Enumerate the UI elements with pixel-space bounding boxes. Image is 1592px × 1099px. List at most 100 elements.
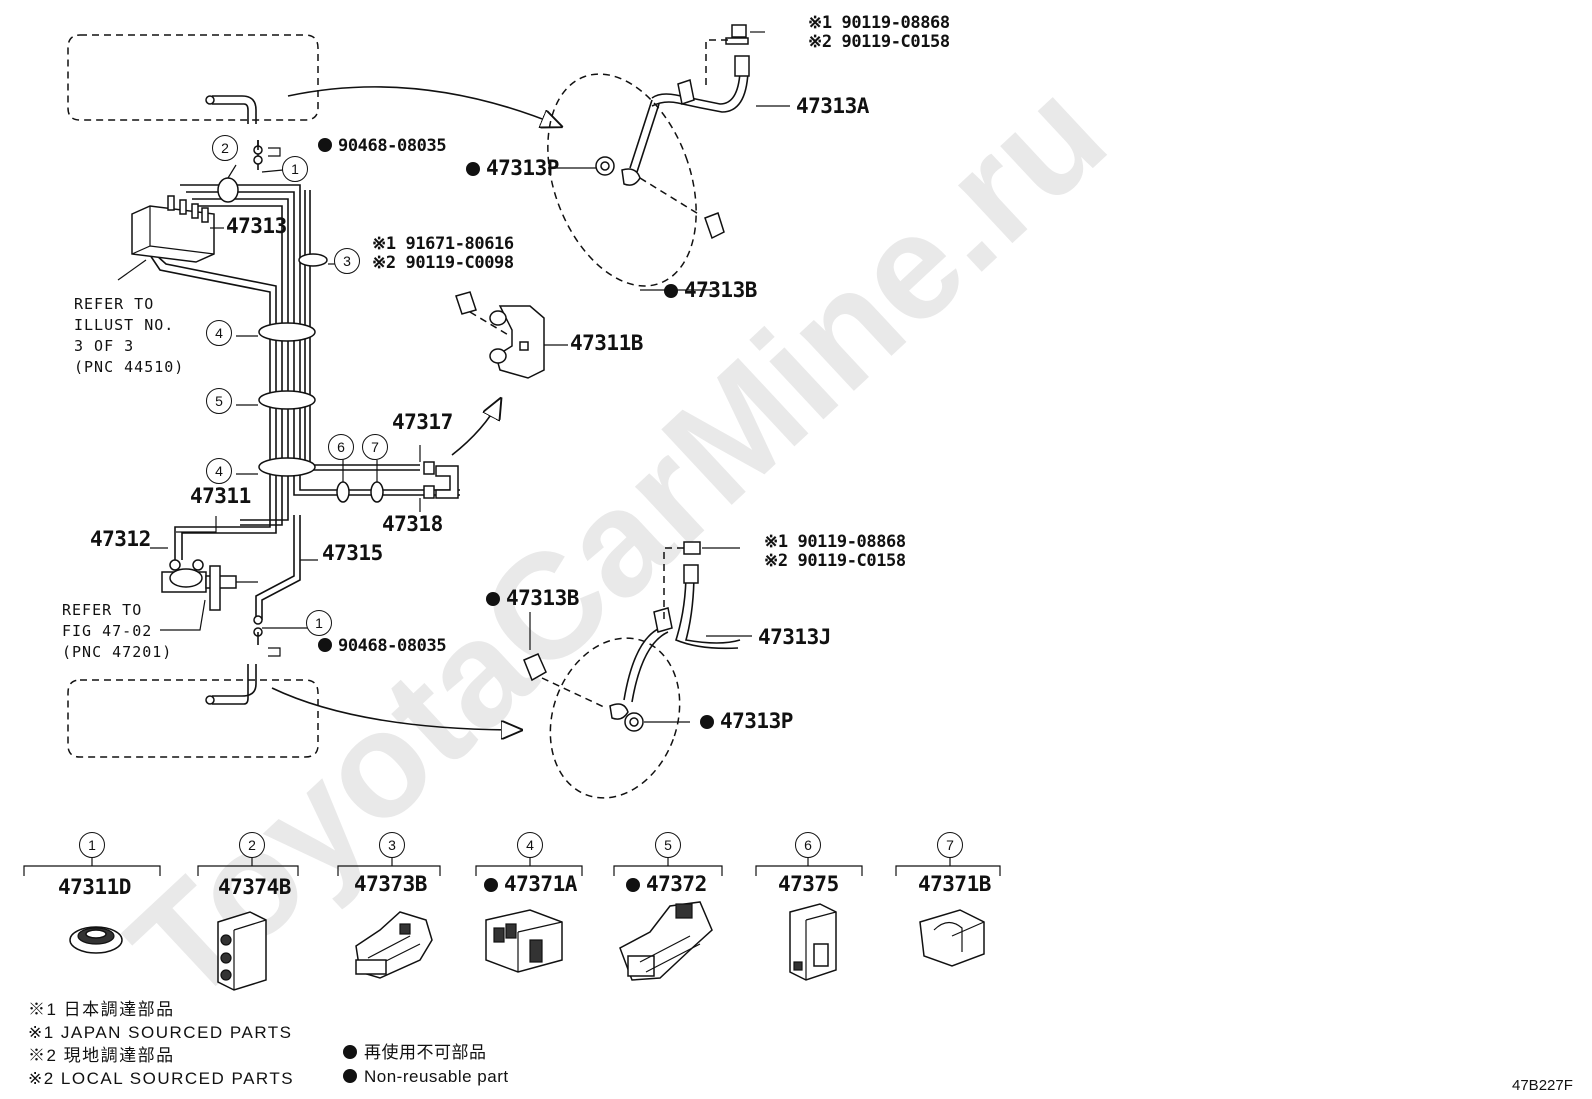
nonreusable-dot: [626, 878, 640, 892]
nonreusable-dot-legend-1: [343, 1045, 357, 1059]
label-47313J: 47313J: [758, 625, 831, 649]
label-47313P-front: 47313P: [466, 158, 559, 179]
label-47318: 47318: [382, 512, 443, 536]
bracket-detail: [419, 291, 568, 512]
label-47313: 47313: [226, 214, 287, 238]
front-hose-clip-note: ※1 90119-08868 ※2 90119-C0158: [808, 15, 950, 51]
nonreusable-dot: [664, 284, 678, 298]
table-circle-2: 2: [239, 832, 265, 858]
vehicle-outline-top: [67, 34, 319, 124]
nonreusable-dot: [466, 162, 480, 176]
label-47313A: 47313A: [796, 94, 869, 118]
circle-2: 2: [212, 135, 238, 161]
part-number: 47371A: [504, 872, 577, 896]
label-47312: 47312: [90, 527, 151, 551]
clamp-7-block: [919, 909, 985, 967]
note-line-1: ※1 91671-80616: [372, 234, 514, 254]
label-plug-bottom: 90468-08035: [318, 636, 447, 656]
table-circle-5: 5: [655, 832, 681, 858]
refer-line: (PNC 47201): [62, 643, 173, 661]
refer-note-47201: REFER TO FIG 47-02 (PNC 47201): [62, 600, 172, 663]
nonreusable-dot-legend-2: [343, 1069, 357, 1083]
vehicle-outline-bottom: [67, 664, 319, 758]
rear-hose-clip-note: ※1 90119-08868 ※2 90119-C0158: [764, 534, 906, 570]
nonreusable-dot: [318, 638, 332, 652]
label-47315: 47315: [322, 541, 383, 565]
nonreusable-dot: [486, 592, 500, 606]
clamp-4-block: [485, 909, 563, 973]
legend-nonreusable-jp: 再使用不可部品: [364, 1043, 487, 1062]
clamp-6-block: [789, 903, 837, 981]
circle-1-top: 1: [282, 156, 308, 182]
abs-actuator: [117, 195, 215, 281]
part-number: 47313B: [506, 586, 579, 610]
clamp-3-block: [355, 911, 433, 979]
table-circle-3: 3: [379, 832, 405, 858]
table-circle-6: 6: [795, 832, 821, 858]
table-part-47311D: 47311D: [58, 875, 131, 899]
table-part-47373B: 47373B: [354, 872, 427, 896]
note-line-1: ※1 90119-08868: [764, 532, 906, 552]
circle-1-bottom: 1: [306, 610, 332, 636]
table-part-47374B: 47374B: [218, 875, 291, 899]
note-line-2: ※2 90119-C0158: [808, 32, 950, 52]
refer-line: 3 OF 3: [74, 337, 135, 355]
refer-line: REFER TO: [74, 295, 155, 313]
legend-line: ※2 現地調達部品: [28, 1046, 175, 1065]
part-number: 47313P: [486, 156, 559, 180]
table-circle-7: 7: [937, 832, 963, 858]
label-47313P-rear: 47313P: [700, 711, 793, 732]
legend-nonreusable-en: Non-reusable part: [364, 1067, 509, 1086]
note-line-2: ※2 90119-C0098: [372, 253, 514, 273]
note-line-2: ※2 90119-C0158: [764, 551, 906, 571]
part-number: 47372: [646, 872, 707, 896]
arrow-top: [287, 86, 560, 126]
legend-line: ※1 日本調達部品: [28, 1000, 175, 1019]
nonreusable-dot: [318, 138, 332, 152]
table-part-47375: 47375: [778, 872, 839, 896]
legend-line: ※2 LOCAL SOURCED PARTS: [28, 1069, 295, 1088]
figure-id: 47B227F: [1512, 1077, 1573, 1094]
label-plug-top: 90468-08035: [318, 136, 447, 156]
nonreusable-dot: [700, 715, 714, 729]
refer-line: FIG 47-02: [62, 622, 153, 640]
rear-hose-detail: [523, 541, 752, 799]
clamp-2-block: [217, 911, 267, 991]
label-47313B-front: 47313B: [664, 280, 757, 301]
part-number: 47313P: [720, 709, 793, 733]
table-part-47371B: 47371B: [918, 872, 991, 896]
circle-5: 5: [206, 388, 232, 414]
refer-line: REFER TO: [62, 601, 143, 619]
circle-7: 7: [362, 434, 388, 460]
table-circle-4: 4: [517, 832, 543, 858]
table-part-47371A: 47371A: [484, 874, 577, 895]
master-cylinder: [160, 559, 258, 631]
note-line-1: ※1 90119-08868: [808, 13, 950, 33]
leader-lines: [150, 147, 378, 657]
circle-4-lower: 4: [206, 458, 232, 484]
refer-line: (PNC 44510): [74, 358, 185, 376]
front-hose-detail: [547, 24, 790, 291]
clamp-5-block: [619, 901, 713, 981]
clamp-1-grommet: [69, 926, 123, 954]
label-47313B-rear: 47313B: [486, 588, 579, 609]
part-number: 47313B: [684, 278, 757, 302]
nonreusable-dot: [484, 878, 498, 892]
brake-tube-bundle: [149, 140, 460, 645]
clamp3-note: ※1 91671-80616 ※2 90119-C0098: [372, 236, 514, 272]
circle-6: 6: [328, 434, 354, 460]
label-47311: 47311: [190, 484, 251, 508]
part-number: 90468-08035: [338, 136, 447, 156]
legend-line: ※1 JAPAN SOURCED PARTS: [28, 1023, 293, 1042]
refer-line: ILLUST NO.: [74, 316, 175, 334]
legend-sourcing: ※1 日本調達部品 ※1 JAPAN SOURCED PARTS ※2 現地調達…: [28, 998, 294, 1090]
circle-4-upper: 4: [206, 320, 232, 346]
label-47317: 47317: [392, 410, 453, 434]
part-number: 90468-08035: [338, 636, 447, 656]
table-circle-1: 1: [79, 832, 105, 858]
refer-note-44510: REFER TO ILLUST NO. 3 OF 3 (PNC 44510): [74, 294, 184, 378]
circle-3: 3: [334, 248, 360, 274]
table-part-47372: 47372: [626, 874, 707, 895]
